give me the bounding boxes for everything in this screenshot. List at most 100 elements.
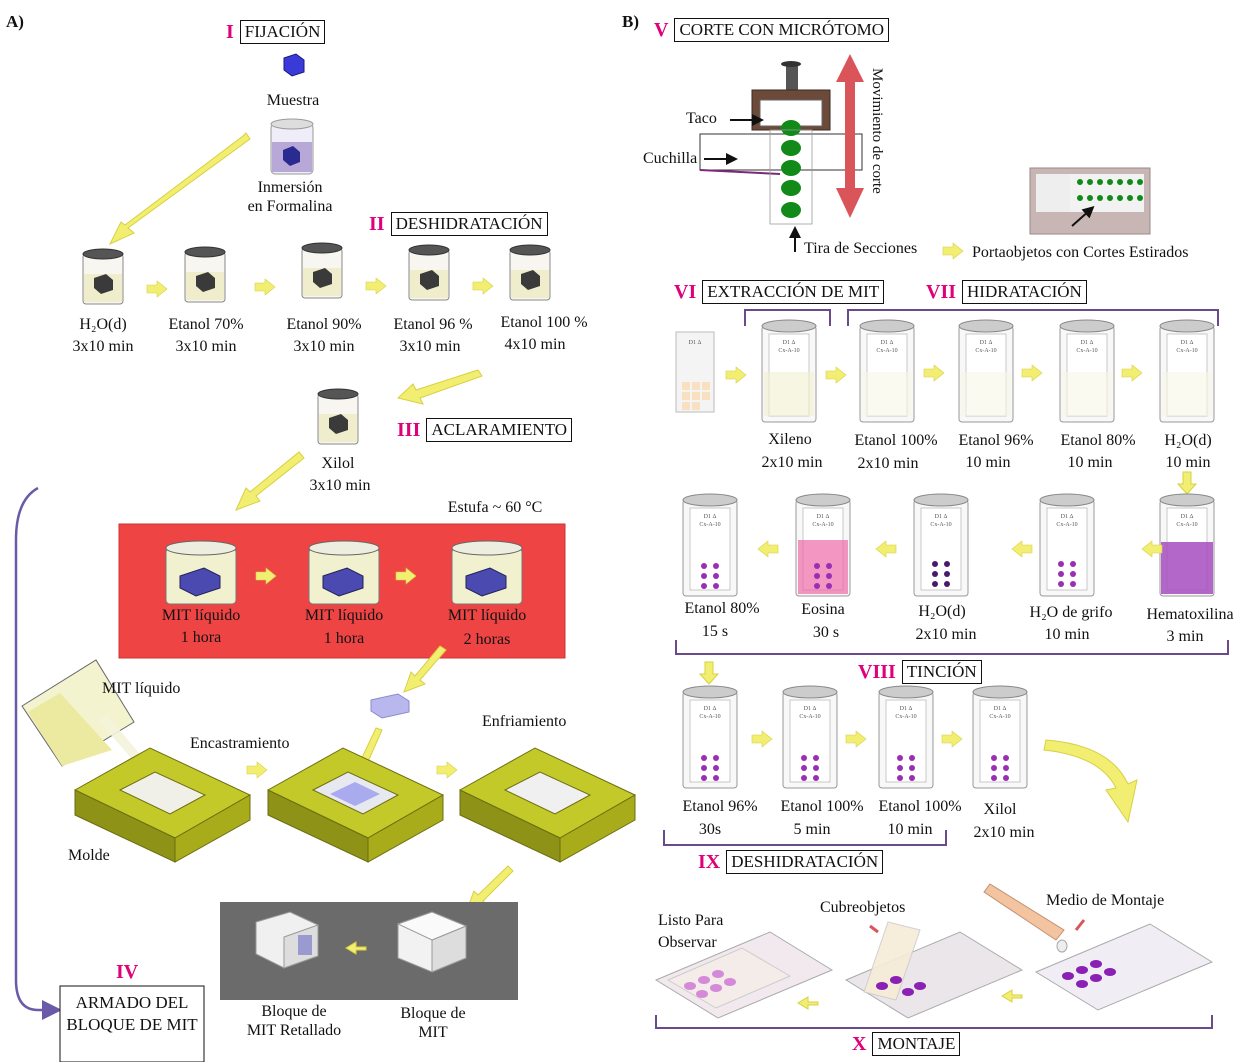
block-taco-label: Taco xyxy=(686,110,717,127)
dehyd-a-time-0: 3x10 min xyxy=(72,338,134,355)
tube-etanol100-a xyxy=(859,319,915,423)
mold-label: Molde xyxy=(68,847,110,864)
slide-coverslip xyxy=(844,921,1024,1019)
staining-time-0: 3 min xyxy=(1166,628,1204,645)
oven-reagent-1: MIT líquido xyxy=(304,607,384,624)
oven-reagent-0: MIT líquido xyxy=(161,607,241,624)
tube-etanol100-c xyxy=(878,685,934,789)
oven-jar-1 xyxy=(165,540,237,605)
jar-h2o xyxy=(82,248,124,305)
staining-reagent-1: H₂O de grifo xyxy=(1029,604,1113,621)
hydration-reagent-3: Etanol 80% xyxy=(1060,432,1136,449)
mold-2 xyxy=(266,747,445,863)
formalin-jar xyxy=(270,118,314,175)
panel-b-label: B) xyxy=(622,12,639,31)
embedding-label: Encastramiento xyxy=(190,735,290,752)
dehyd-b-time-1: 5 min xyxy=(793,821,831,838)
stage-iv-name: ARMADO DEL BLOQUE DE MIT xyxy=(66,993,198,1034)
staining-time-2: 2x10 min xyxy=(915,626,977,643)
staining-time-4: 15 s xyxy=(701,623,729,640)
hydration-reagent-1: Etanol 100% xyxy=(854,432,938,449)
ready-label: Listo Para Observar xyxy=(658,912,724,951)
staining-reagent-2: H₂O(d) xyxy=(918,603,966,620)
cooling-label: Enfriamiento xyxy=(482,713,567,730)
hydration-time-4: 10 min xyxy=(1165,454,1211,471)
mold-3 xyxy=(458,747,637,863)
hydration-time-2: 10 min xyxy=(965,454,1011,471)
tube-xileno xyxy=(761,319,817,423)
clearing-reagent: Xilol xyxy=(321,455,355,472)
mit-block xyxy=(396,911,468,973)
sample-label: Muestra xyxy=(266,92,320,109)
mit-block-small xyxy=(370,693,410,719)
trimmed-block-label: Bloque de MIT Retallado xyxy=(246,1003,342,1039)
dehyd-a-reagent-4: Etanol 100 % xyxy=(500,314,588,331)
oven-jar-2 xyxy=(308,540,380,605)
mold-1 xyxy=(73,747,252,863)
dehyd-b-reagent-1: Etanol 100% xyxy=(780,798,864,815)
mit-liquid-label: MIT líquido xyxy=(102,680,181,697)
mit-block-trimmed xyxy=(255,911,319,969)
jar-etanol90 xyxy=(301,242,343,299)
tube-etanol96-b xyxy=(682,685,738,789)
staining-time-1: 10 min xyxy=(1044,626,1090,643)
jar-xilol xyxy=(317,388,359,445)
slide-with-sections xyxy=(1029,167,1151,235)
dehyd-a-time-1: 3x10 min xyxy=(175,338,237,355)
arrow-fix-to-dehyd xyxy=(108,132,251,246)
tube-etanol96-a xyxy=(958,319,1014,423)
arrow-to-mounting xyxy=(1043,739,1138,824)
oven-time-2: 2 horas xyxy=(463,631,511,648)
hydration-time-0: 2x10 min xyxy=(761,454,823,471)
hydration-reagent-4: H₂O(d) xyxy=(1164,432,1212,449)
staining-reagent-0: Hematoxilina xyxy=(1146,606,1234,623)
dehyd-a-time-2: 3x10 min xyxy=(293,338,355,355)
oven-time-0: 1 hora xyxy=(180,629,222,646)
tube-h2o-grifo xyxy=(1039,493,1095,597)
dehyd-b-time-3: 2x10 min xyxy=(973,824,1035,841)
dehyd-a-reagent-0: H₂O(d) xyxy=(79,316,127,333)
dehyd-b-reagent-3: Xilol xyxy=(983,801,1017,818)
coverslip-label: Cubreobjetos xyxy=(820,899,906,916)
slide-mounting-medium xyxy=(983,883,1214,1011)
tube-eosina xyxy=(795,493,851,597)
dehyd-b-reagent-0: Etanol 96% xyxy=(682,798,758,815)
dehyd-a-time-4: 4x10 min xyxy=(504,336,566,353)
oven-jar-3 xyxy=(451,540,523,605)
tube-h2od-a xyxy=(1159,319,1215,423)
dehyd-a-reagent-2: Etanol 90% xyxy=(286,316,362,333)
oven-reagent-2: MIT líquido xyxy=(447,607,527,624)
movement-label: Movimiento de corte xyxy=(869,68,885,194)
slide-extraction: D1 Δ xyxy=(675,331,715,413)
tube-hematoxilina xyxy=(1159,493,1215,597)
oven-time-1: 1 hora xyxy=(323,630,365,647)
stage-iv-id: IV xyxy=(116,961,139,983)
block-label: Bloque de MIT xyxy=(400,1005,466,1041)
clearing-time: 3x10 min xyxy=(309,477,371,494)
hydration-reagent-0: Xileno xyxy=(768,431,812,448)
knife-label: Cuchilla xyxy=(643,150,698,167)
cut-movement-arrow xyxy=(836,54,864,218)
ribbon-label: Tira de Secciones xyxy=(804,240,918,257)
dehyd-b-time-2: 10 min xyxy=(887,821,933,838)
svg-text:D1 Δ: D1 Δ xyxy=(689,340,702,346)
formalin-label: Inmersión en Formalina xyxy=(247,179,333,215)
dehyd-a-reagent-1: Etanol 70% xyxy=(168,316,244,333)
jar-etanol96 xyxy=(408,244,450,301)
hydration-reagent-2: Etanol 96% xyxy=(958,432,1034,449)
dehyd-a-time-3: 3x10 min xyxy=(399,338,461,355)
dehyd-b-reagent-2: Etanol 100% xyxy=(878,798,962,815)
tube-etanol80-a xyxy=(1059,319,1115,423)
staining-reagent-4: Etanol 80% xyxy=(684,600,760,617)
tube-h2od-b xyxy=(913,493,969,597)
